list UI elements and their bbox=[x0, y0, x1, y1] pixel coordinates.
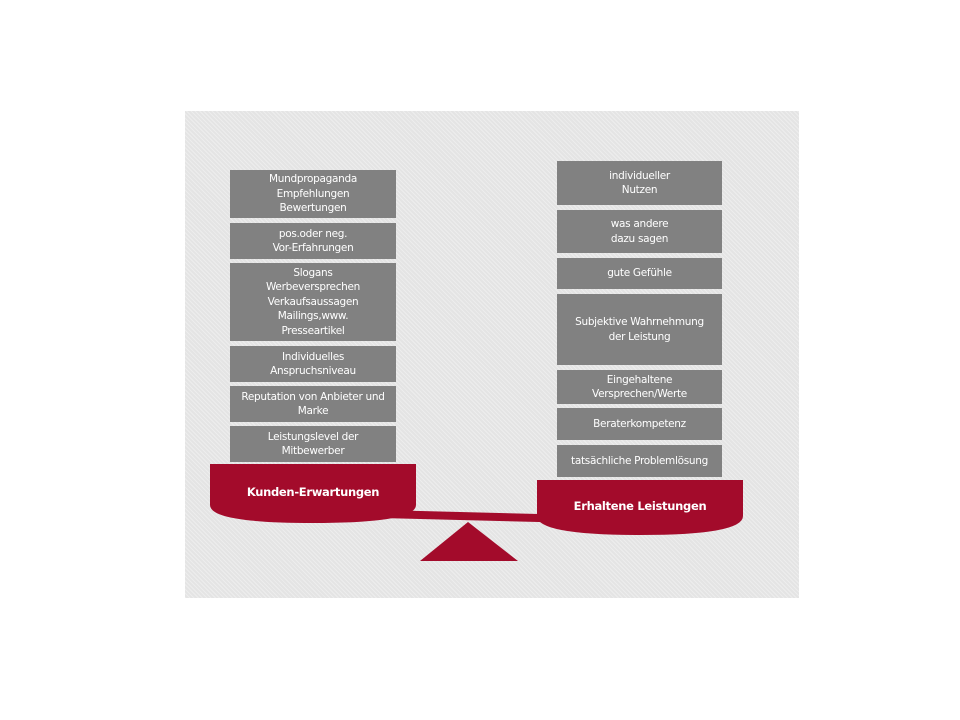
left-pan-label: Kunden-Erwartungen bbox=[246, 485, 380, 499]
right-box-6: Beraterkompetenz bbox=[557, 408, 722, 440]
box-text-line: Mundpropaganda bbox=[269, 173, 357, 186]
scale-fulcrum bbox=[420, 522, 518, 561]
left-box-2: pos.oder neg. Vor-Erfahrungen bbox=[230, 223, 396, 259]
box-text-line: Mitbewerber bbox=[281, 445, 345, 457]
box-text-line: gute Gefühle bbox=[607, 267, 672, 280]
box-text-line: individueller bbox=[609, 169, 670, 182]
box-text-line: Vor-Erfahrungen bbox=[272, 242, 354, 254]
box-text-line: Beraterkompetenz bbox=[593, 417, 686, 430]
right-box-4: Subjektive Wahrnehmung der Leistung bbox=[557, 294, 722, 365]
box-text-line: dazu sagen bbox=[610, 232, 669, 245]
box-text-line: Versprechen/Werte bbox=[592, 388, 687, 400]
box-text-line: Presseartikel bbox=[281, 324, 345, 337]
right-box-2: was andere dazu sagen bbox=[557, 210, 722, 253]
box-text-line: Verkaufsaussagen bbox=[267, 295, 359, 308]
box-text-line: Subjektive Wahrnehmung bbox=[575, 316, 704, 328]
box-text-line: Empfehlungen bbox=[276, 187, 350, 200]
box-text-line: pos.oder neg. bbox=[278, 227, 348, 240]
right-box-7: tatsächliche Problemlösung bbox=[557, 445, 722, 477]
box-text-line: Eingehaltene bbox=[606, 373, 673, 386]
box-text-line: der Leistung bbox=[608, 330, 671, 343]
box-text-line: Leistungslevel der bbox=[267, 430, 359, 443]
box-text-line: Werbeversprechen bbox=[265, 281, 361, 294]
box-text-line: Anspruchsniveau bbox=[270, 365, 356, 377]
box-text-line: was andere bbox=[610, 218, 669, 230]
right-pan bbox=[537, 480, 743, 535]
box-text-line: Slogans bbox=[293, 266, 333, 279]
right-pan-label: Erhaltene Leistungen bbox=[573, 499, 707, 513]
box-text-line: Individuelles bbox=[281, 350, 345, 363]
box-text-line: Marke bbox=[297, 405, 329, 417]
right-box-3: gute Gefühle bbox=[557, 258, 722, 289]
box-text-line: tatsächliche Problemlösung bbox=[571, 454, 708, 467]
box-text-line: Bewertungen bbox=[279, 202, 347, 215]
box-text-line: Reputation von Anbieter und bbox=[241, 390, 385, 403]
box-text-line: Nutzen bbox=[621, 184, 658, 196]
left-pan bbox=[210, 464, 416, 523]
box-text-line: Mailings,www. bbox=[277, 310, 349, 323]
